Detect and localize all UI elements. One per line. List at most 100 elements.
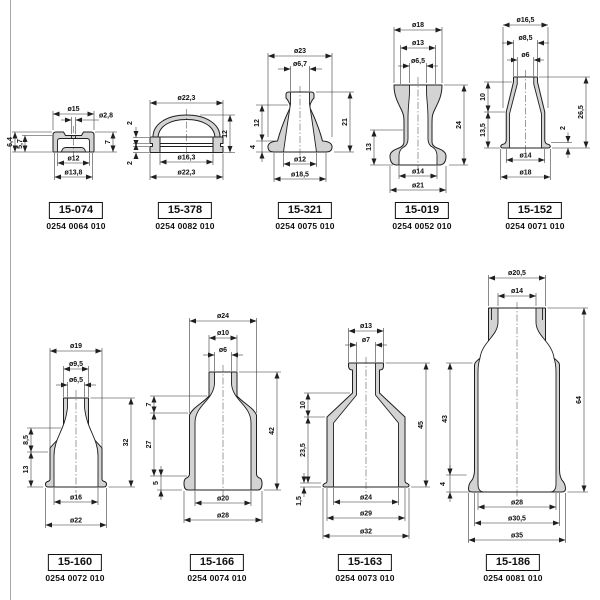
dim-label: ø22,3 [178, 170, 196, 177]
dim-label: 2 [560, 126, 567, 130]
order-code: 0254 0052 010 [392, 221, 452, 231]
dimension-lines: ø15 ø2,8 6,4 5,7 7 ø12 ø13,8 [7, 106, 117, 180]
part-number-badge: 15-378 [157, 202, 213, 219]
part-cross-section [500, 70, 551, 154]
dim-label: ø6,7 [293, 61, 307, 68]
part-cross-section [149, 109, 224, 158]
part-cross-section [267, 86, 333, 160]
part-cross-section [389, 77, 447, 171]
dim-label: ø18 [519, 170, 531, 177]
dim-label: ø10 [217, 330, 229, 337]
part-number-badge: 15-019 [394, 202, 450, 219]
technical-drawing-15-166: ø24 ø10 ø6 7 27 5 42 ø20 ø28 [146, 313, 281, 523]
dim-label: ø18,5 [291, 172, 309, 179]
dim-label: ø8,5 [518, 35, 532, 42]
dim-label: 1,5 [296, 496, 303, 506]
part-number-badge: 15-166 [189, 554, 245, 571]
dim-label: ø15 [67, 106, 79, 113]
dim-label: ø30,5 [508, 516, 526, 523]
order-code: 0254 0081 010 [483, 573, 543, 583]
part-number-badge: 15-160 [47, 554, 103, 571]
part-number-badge: 15-321 [277, 202, 333, 219]
order-code: 0254 0074 010 [187, 573, 247, 583]
dim-label: ø12 [294, 157, 306, 164]
dim-label: ø9,5 [69, 361, 83, 368]
part-cross-section [45, 390, 107, 493]
dim-label: ø13,8 [65, 170, 83, 177]
dim-label: ø16 [70, 495, 82, 502]
order-code: 0254 0072 010 [45, 573, 105, 583]
dimension-lines: ø24 ø10 ø6 7 27 5 42 ø20 ø28 [146, 313, 281, 523]
order-code: 0254 0064 010 [46, 221, 106, 231]
order-code: 0254 0071 010 [505, 221, 565, 231]
dim-label: 4 [440, 482, 447, 486]
part-number-badge: 15-074 [48, 202, 104, 219]
dimension-lines: ø23 ø6,7 12 4 21 ø12 ø18,5 [250, 48, 354, 182]
dim-label: 21 [342, 118, 349, 126]
dim-label: ø20,5 [508, 270, 526, 277]
dim-label: ø19 [70, 343, 82, 350]
dimension-lines: ø19 ø9,5 ø6,5 8,5 13 32 ø16 ø22 [23, 343, 135, 528]
dim-label: 10 [300, 401, 307, 409]
technical-drawing-15-152: ø16,5 ø8,5 ø6 10 13,5 26,5 2 ø14 ø18 [480, 17, 590, 180]
dim-label: 24 [456, 121, 463, 129]
part-cross-section [322, 357, 410, 493]
technical-drawing-15-321: ø23 ø6,7 12 4 21 ø12 ø18,5 [250, 48, 354, 182]
dimension-lines: ø22,3 2 2 ø16,3 ø22,3 12 [127, 95, 235, 180]
dim-label: ø16,5 [517, 17, 535, 24]
dim-label: ø28 [217, 513, 229, 520]
dim-label: 12 [254, 119, 261, 127]
dim-label: ø7 [362, 337, 370, 344]
dim-label: ø29 [360, 511, 372, 518]
dim-label: ø2,8 [99, 113, 113, 120]
dim-label: ø6 [219, 347, 227, 354]
technical-drawing-15-019: ø18 ø13 ø6,5 13 24 ø14 ø21 [366, 22, 468, 193]
dimension-lines: ø18 ø13 ø6,5 13 24 ø14 ø21 [366, 22, 468, 193]
order-code: 0254 0073 010 [335, 573, 395, 583]
dim-label: 7 [146, 402, 153, 406]
dim-label: ø23 [294, 48, 306, 55]
dim-label: ø16,3 [178, 155, 196, 162]
dimension-lines: ø13 ø7 10 23,5 1,5 45 ø24 ø29 ø32 [296, 323, 430, 539]
page-margin-line [10, 0, 11, 600]
dim-label: 27 [146, 441, 153, 449]
part-number-badge: 15-163 [337, 554, 393, 571]
dim-label: 13 [366, 143, 373, 151]
part-cross-section [468, 302, 566, 498]
dim-label: ø13 [360, 323, 372, 330]
dim-label: 2 [127, 121, 134, 125]
dim-label: 13,5 [480, 123, 487, 137]
dim-label: ø14 [519, 153, 531, 160]
dim-label: ø6,5 [69, 377, 83, 384]
dim-label: 43 [442, 415, 449, 423]
dim-label: 4 [250, 145, 257, 149]
part-number-badge: 15-152 [507, 202, 563, 219]
dim-label: 10 [480, 93, 487, 101]
order-code: 0254 0075 010 [275, 221, 335, 231]
dim-label: ø13 [412, 40, 424, 47]
technical-drawing-15-378: ø22,3 2 2 ø16,3 ø22,3 12 [127, 95, 235, 180]
dim-label: ø14 [511, 288, 523, 295]
dim-label: ø20 [217, 496, 229, 503]
part-number-badge: 15-186 [485, 554, 541, 571]
dimension-lines: ø16,5 ø8,5 ø6 10 13,5 26,5 2 ø14 ø18 [480, 17, 590, 180]
dim-label: ø32 [360, 529, 372, 536]
dim-label: ø24 [217, 313, 229, 320]
dim-label: ø6,5 [411, 58, 425, 65]
dim-label: ø24 [360, 495, 372, 502]
order-code: 0254 0082 010 [155, 221, 215, 231]
dim-label: 23,5 [300, 443, 307, 457]
dim-label: ø6 [521, 52, 529, 59]
dim-label: 32 [123, 439, 130, 447]
part-cross-section [183, 365, 263, 496]
dim-label: ø22 [70, 518, 82, 525]
dim-label: 12 [222, 130, 229, 138]
dim-label: 64 [576, 396, 583, 404]
dim-label: 5 [153, 481, 160, 485]
dim-label: 2 [127, 161, 134, 165]
dimension-lines: ø20,5 ø14 43 4 64 ø28 ø30,5 ø35 [440, 270, 588, 543]
technical-drawing-15-163: ø13 ø7 10 23,5 1,5 45 ø24 ø29 ø32 [296, 323, 430, 539]
technical-drawing-15-074: ø15 ø2,8 6,4 5,7 7 ø12 ø13,8 [7, 106, 117, 180]
technical-drawing-15-186: ø20,5 ø14 43 4 64 ø28 ø30,5 ø35 [440, 270, 588, 543]
